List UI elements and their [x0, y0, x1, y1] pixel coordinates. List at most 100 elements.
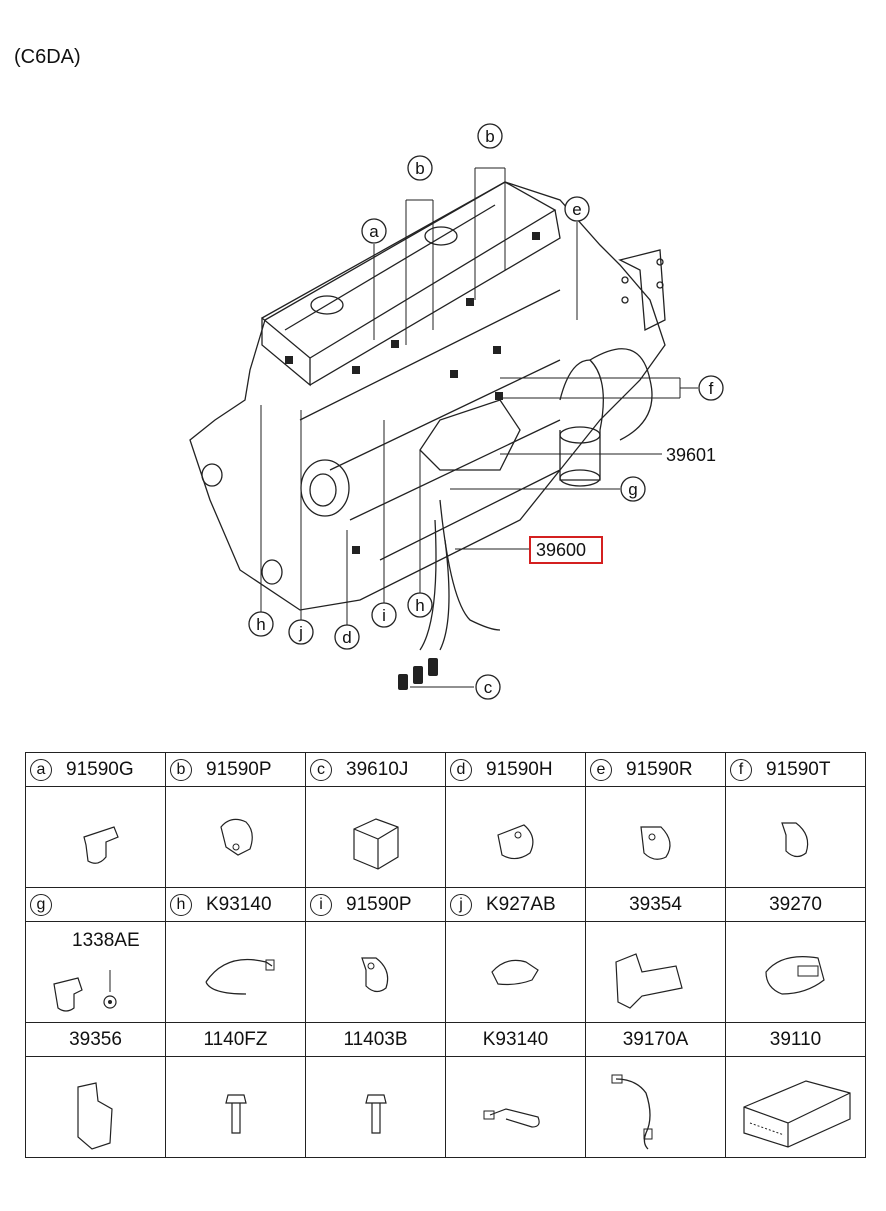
- part-code: 91590T: [766, 758, 831, 780]
- part-code: K93140: [482, 1028, 549, 1050]
- table-cell: 39354: [585, 887, 726, 922]
- part-code: K927AB: [486, 893, 556, 915]
- part-code: 91590P: [346, 893, 412, 915]
- table-cell: j K927AB: [445, 887, 586, 922]
- callout-h-2: h: [407, 592, 433, 618]
- svg-text:e: e: [572, 200, 581, 219]
- callout-h-1: h: [248, 611, 274, 637]
- callout-g: g: [620, 476, 646, 502]
- sensor-icon: [726, 922, 865, 1022]
- sub-part-code: 1338AE: [72, 930, 140, 951]
- letter-badge: b: [170, 758, 192, 781]
- part-code: 91590R: [626, 758, 693, 780]
- letter-badge: c: [310, 758, 332, 781]
- clip-icon: [446, 787, 585, 887]
- callout-circles: a b b e f g c h j d i h: [248, 123, 724, 700]
- table-cell: e 91590R: [585, 752, 726, 787]
- clip-icon: [166, 787, 305, 887]
- table-row: g h K93140 i 91590P j K927AB 39354 39270: [25, 887, 866, 922]
- callout-a: a: [361, 218, 387, 244]
- callout-j: j: [288, 619, 314, 645]
- clip-icon: [586, 787, 725, 887]
- relay-icon: [306, 787, 445, 887]
- table-cell: 39170A: [585, 1022, 726, 1057]
- callout-d: d: [334, 624, 360, 650]
- letter-badge: e: [590, 758, 612, 781]
- engine-wiring-diagram: a b b e f g c h j d i h 39601 39600: [189, 123, 724, 700]
- cable-tie-icon: [166, 922, 305, 1022]
- svg-text:b: b: [485, 127, 494, 146]
- part-code: 91590P: [206, 758, 272, 780]
- bolt-icon: [166, 1057, 305, 1157]
- part-code: 11403B: [343, 1028, 408, 1050]
- part-code: 91590H: [486, 758, 553, 780]
- table-row: [25, 1056, 866, 1158]
- part-code: 1140FZ: [203, 1028, 268, 1050]
- table-cell: K93140: [445, 1022, 586, 1057]
- bolt-icon: [306, 1057, 445, 1157]
- svg-text:f: f: [709, 379, 714, 398]
- part-code: K93140: [206, 893, 272, 915]
- clip-icon: [306, 922, 445, 1022]
- table-cell: g: [25, 887, 166, 922]
- callout-e: e: [564, 196, 590, 222]
- table-cell: f 91590T: [725, 752, 866, 787]
- table-cell: i 91590P: [305, 887, 446, 922]
- table-row: [25, 786, 866, 888]
- sensor-cable-icon: [586, 1057, 725, 1157]
- table-row: 1338AE: [25, 921, 866, 1023]
- svg-text:d: d: [342, 628, 351, 647]
- letter-badge: a: [30, 758, 52, 781]
- connector-icon: [446, 1057, 585, 1157]
- table-cell: 39110: [725, 1022, 866, 1057]
- callout-i: i: [371, 602, 397, 628]
- table-cell: a 91590G: [25, 752, 166, 787]
- svg-text:a: a: [369, 222, 379, 241]
- svg-text:h: h: [256, 615, 265, 634]
- callout-f: f: [698, 375, 724, 401]
- letter-badge: j: [450, 893, 472, 916]
- callout-b-1: b: [407, 155, 433, 181]
- part-code: 39354: [629, 893, 682, 915]
- part-code: 39356: [69, 1028, 122, 1050]
- callout-b-2: b: [477, 123, 503, 149]
- letter-badge: i: [310, 893, 332, 916]
- part-code: 39270: [769, 893, 822, 915]
- part-code: 39610J: [346, 758, 409, 780]
- svg-text:j: j: [298, 623, 303, 642]
- letter-badge: f: [730, 758, 752, 781]
- part-code: 39110: [769, 1028, 822, 1050]
- clip-icon: [446, 922, 585, 1022]
- table-cell: c 39610J: [305, 752, 446, 787]
- leader-lines: [260, 167, 698, 688]
- clip-with-nut-icon: 1338AE: [26, 922, 165, 1022]
- table-cell: 39356: [25, 1022, 166, 1057]
- svg-text:g: g: [628, 480, 637, 499]
- part-code: 91590G: [66, 758, 134, 780]
- svg-text:h: h: [415, 596, 424, 615]
- table-cell: h K93140: [165, 887, 306, 922]
- table-row: 39356 1140FZ 11403B K93140 39170A 39110: [25, 1022, 866, 1057]
- table-cell: 11403B: [305, 1022, 446, 1057]
- bracket-icon: [26, 1057, 165, 1157]
- bracket-icon: [586, 922, 725, 1022]
- letter-badge: g: [30, 893, 52, 916]
- table-cell: 1140FZ: [165, 1022, 306, 1057]
- connector-blocks: [285, 232, 540, 690]
- part-number-39601: 39601: [666, 445, 716, 465]
- table-cell: d 91590H: [445, 752, 586, 787]
- table-cell: b 91590P: [165, 752, 306, 787]
- clip-icon: [726, 787, 865, 887]
- part-code: 39170A: [622, 1028, 689, 1050]
- svg-text:i: i: [382, 606, 386, 625]
- highlight-box: [529, 536, 603, 564]
- svg-text:b: b: [415, 159, 424, 178]
- letter-badge: d: [450, 758, 472, 781]
- part-number-39600: 39600: [536, 540, 586, 560]
- clip-icon: [26, 787, 165, 887]
- callout-c: c: [475, 674, 501, 700]
- table-cell: 39270: [725, 887, 866, 922]
- page-title: (C6DA): [14, 46, 81, 68]
- letter-badge: h: [170, 893, 192, 916]
